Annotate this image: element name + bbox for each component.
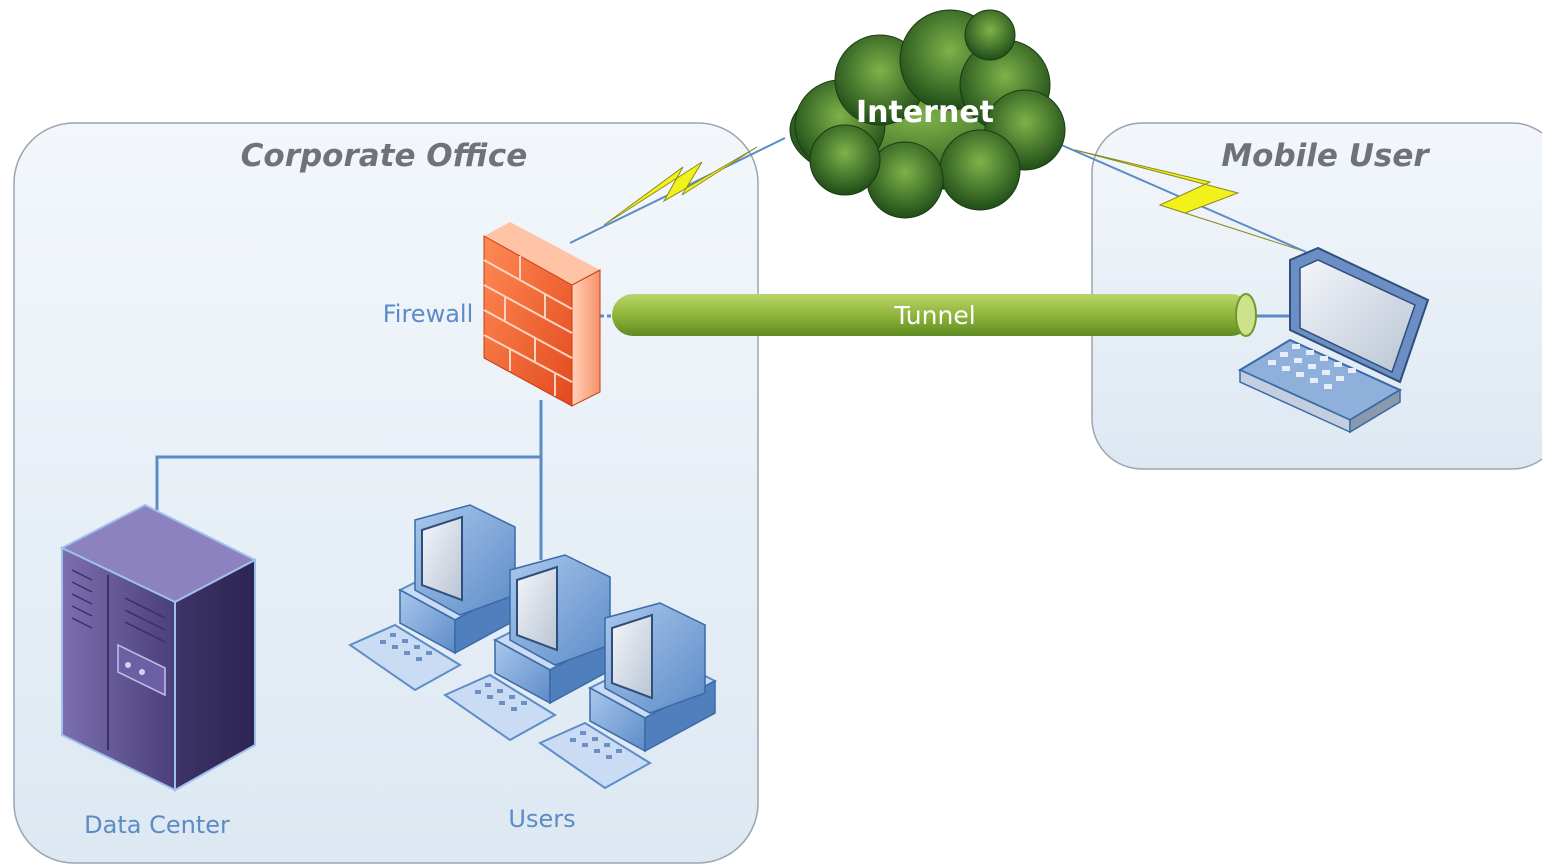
lightning-bolt-icon bbox=[1049, 139, 1307, 253]
firewall-icon bbox=[483, 222, 601, 407]
switch-to-datacenter-line bbox=[155, 455, 541, 510]
connection-lines bbox=[155, 314, 1290, 560]
corporate-office-title: Corporate Office bbox=[241, 138, 528, 174]
laptop bbox=[1237, 246, 1430, 434]
lightning-bolt-icon bbox=[569, 137, 786, 244]
users: Users bbox=[347, 504, 718, 833]
workstation-icon bbox=[537, 602, 718, 790]
server-rack-icon bbox=[59, 503, 258, 792]
internet-label: Internet bbox=[856, 95, 994, 130]
data-center: Data Center bbox=[59, 503, 258, 839]
firewall: Firewall bbox=[383, 222, 601, 407]
users-label: Users bbox=[508, 805, 575, 833]
cloud-icon bbox=[789, 9, 1066, 219]
data-center-label: Data Center bbox=[84, 811, 230, 839]
workstation-icon bbox=[347, 504, 528, 692]
mobile-user-title: Mobile User bbox=[1221, 138, 1430, 174]
workstation-icon bbox=[442, 554, 623, 742]
tunnel: Tunnel bbox=[612, 293, 1257, 337]
laptop-icon bbox=[1237, 246, 1430, 434]
firewall-label: Firewall bbox=[383, 300, 474, 328]
tunnel-label: Tunnel bbox=[893, 301, 975, 330]
internet-cloud: Internet bbox=[789, 9, 1066, 219]
